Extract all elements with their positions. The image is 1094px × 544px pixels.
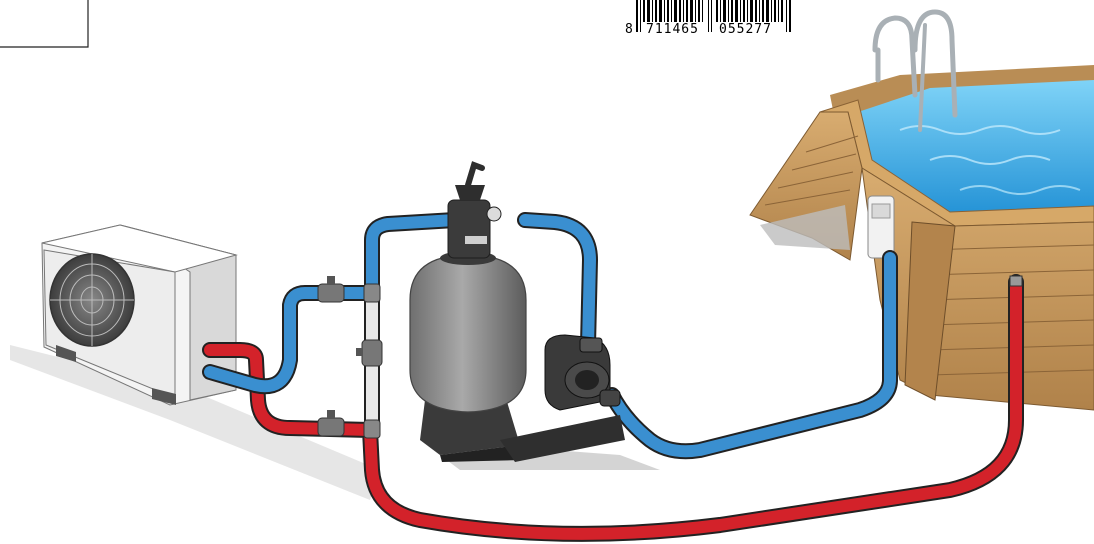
pipes — [210, 220, 1016, 534]
frame-corner — [0, 0, 88, 47]
valve-icon — [318, 276, 344, 302]
inlet-fitting — [1010, 276, 1022, 286]
wooden-pool-icon — [750, 12, 1094, 410]
barcode: 8 711465 055277 — [625, 0, 791, 37]
skimmer-icon — [868, 196, 894, 258]
barcode-group-left: 711465 — [646, 22, 699, 37]
valve-icon — [356, 340, 382, 366]
valve-icon — [318, 410, 344, 436]
barcode-group-right: 055277 — [719, 22, 772, 37]
fan-icon — [50, 254, 134, 346]
barcode-lead-digit: 8 — [625, 22, 634, 37]
sand-filter-icon — [410, 165, 526, 462]
